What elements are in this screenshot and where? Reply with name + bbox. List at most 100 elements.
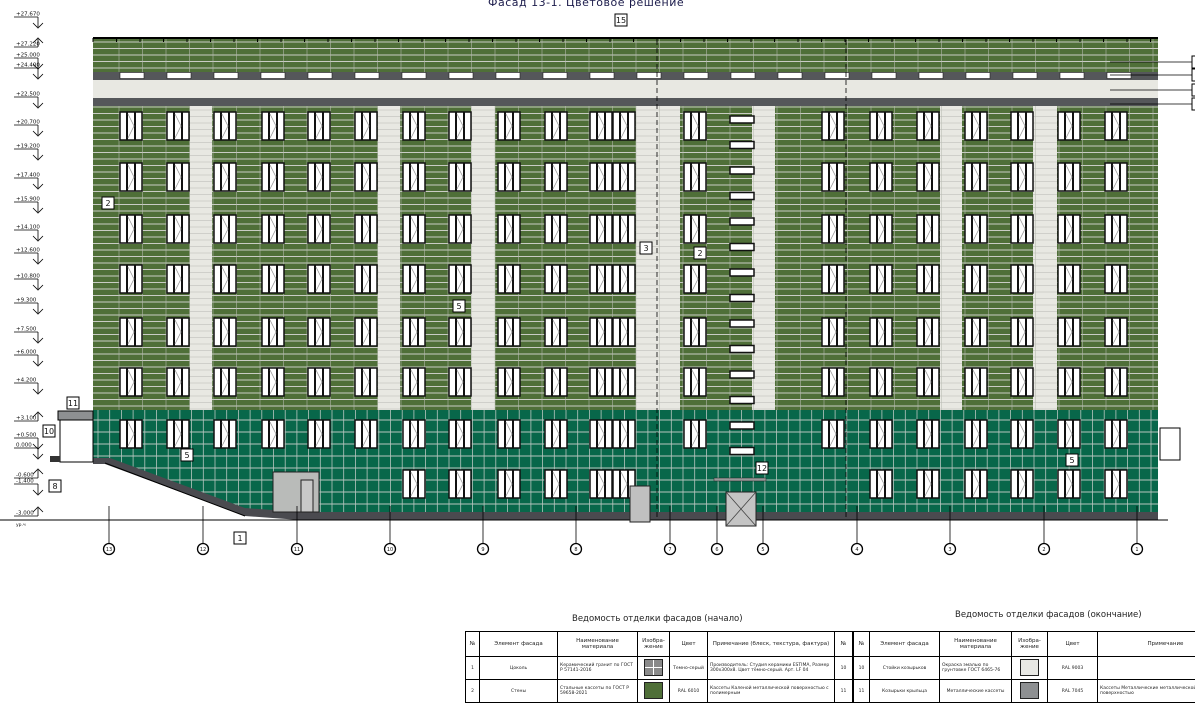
attic-window — [214, 73, 238, 79]
window-frame — [870, 215, 892, 243]
window-frame — [822, 318, 844, 346]
window-frame — [120, 265, 142, 293]
door-leaf — [301, 480, 313, 512]
window — [498, 265, 520, 293]
window — [965, 163, 987, 191]
window-frame — [214, 420, 236, 448]
window-frame — [613, 112, 635, 140]
window-frame — [590, 112, 612, 140]
window-frame — [1105, 215, 1127, 243]
window-frame — [545, 265, 567, 293]
stair-window — [730, 371, 754, 378]
window — [167, 368, 189, 396]
window — [1058, 368, 1080, 396]
cell: RAL 6010 — [670, 680, 708, 703]
attic-window — [1060, 73, 1084, 79]
window-frame — [1058, 368, 1080, 396]
attic-window — [919, 73, 943, 79]
window — [214, 368, 236, 396]
window — [1011, 318, 1033, 346]
axis-label: 4 — [855, 547, 858, 553]
window-frame — [684, 368, 706, 396]
axis-label: 5 — [761, 547, 764, 553]
window-frame — [498, 163, 520, 191]
stair-window — [730, 167, 754, 174]
main-entrance-door — [726, 492, 756, 526]
header-cell: № — [835, 632, 853, 657]
attic-window — [1013, 73, 1037, 79]
axis-label: 10 — [387, 547, 393, 553]
window-frame — [1105, 470, 1127, 498]
elevation-mark: +22.500 — [14, 92, 43, 109]
callout-number: 5 — [184, 451, 189, 460]
window-frame — [1105, 420, 1127, 448]
cell: Производитель: Студия керамики ESTIMA, Р… — [708, 657, 835, 680]
window — [120, 368, 142, 396]
window — [1058, 420, 1080, 448]
window — [403, 368, 425, 396]
window — [822, 368, 844, 396]
window — [965, 368, 987, 396]
header-cell: Изобра-жение — [638, 632, 670, 657]
elevation-value: +27.670 — [16, 12, 40, 18]
window-frame — [590, 163, 612, 191]
elevation-mark: +20.700 — [14, 120, 43, 137]
window-frame — [403, 318, 425, 346]
window — [262, 163, 284, 191]
cell: Металлические кассеты — [940, 680, 1012, 703]
window — [917, 368, 939, 396]
window — [1011, 163, 1033, 191]
entrance-canopy — [714, 478, 766, 481]
window — [262, 318, 284, 346]
window-frame — [590, 215, 612, 243]
window-frame — [1058, 112, 1080, 140]
table-start-caption: Ведомость отделки фасадов (начало) — [572, 614, 743, 624]
attic-window — [543, 73, 567, 79]
window-frame — [870, 470, 892, 498]
window — [917, 215, 939, 243]
stair-window — [730, 244, 754, 251]
entrance-door — [630, 486, 650, 522]
window-frame — [917, 112, 939, 140]
window — [355, 318, 377, 346]
dark-band-bottom — [93, 98, 1158, 106]
window-frame — [1058, 420, 1080, 448]
window — [1011, 112, 1033, 140]
window-frame — [822, 420, 844, 448]
window-frame — [1011, 163, 1033, 191]
window-frame — [590, 470, 612, 498]
window-frame — [684, 318, 706, 346]
elevation-mark: +7.500 — [14, 327, 43, 344]
window-frame — [684, 265, 706, 293]
elevation-value: +19.200 — [16, 144, 40, 150]
window — [917, 420, 939, 448]
callout-number: 1 — [237, 534, 242, 543]
window-frame — [870, 163, 892, 191]
window-frame — [1058, 470, 1080, 498]
window — [613, 163, 635, 191]
window — [1058, 265, 1080, 293]
callout-tag: 12 — [756, 462, 768, 474]
cell: Стойки козырьков — [870, 657, 940, 680]
stair-window — [730, 116, 754, 123]
window — [822, 420, 844, 448]
header-cell: Примечание — [1098, 632, 1195, 657]
window-frame — [498, 215, 520, 243]
elevation-value: +6.000 — [16, 350, 37, 356]
swatch-cell — [1012, 680, 1048, 703]
window-frame — [308, 318, 330, 346]
window — [1105, 470, 1127, 498]
window — [1105, 420, 1127, 448]
window — [167, 215, 189, 243]
callout-number: 5 — [1069, 456, 1074, 465]
dark-band-top — [93, 72, 1158, 80]
window-frame — [613, 420, 635, 448]
window-frame — [1058, 215, 1080, 243]
window-frame — [355, 420, 377, 448]
color-swatch — [644, 682, 663, 699]
elevation-value: +24.400 — [16, 63, 40, 69]
window-frame — [590, 265, 612, 293]
window-frame — [167, 368, 189, 396]
window-frame — [1011, 265, 1033, 293]
window-frame — [355, 215, 377, 243]
